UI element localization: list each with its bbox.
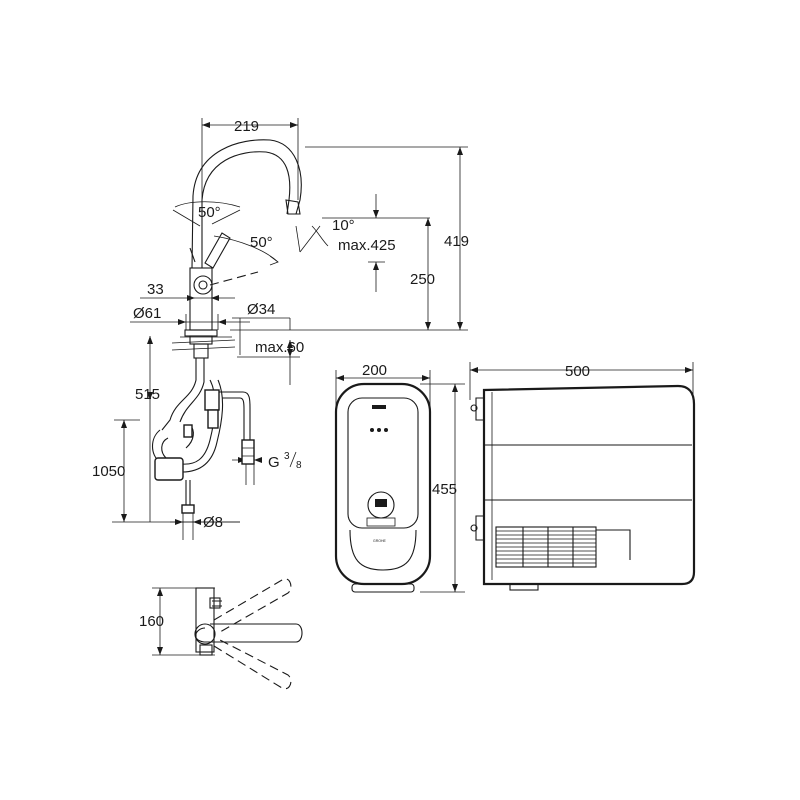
spout-outer	[191, 139, 302, 269]
faucet-body	[189, 267, 213, 331]
unit-side-outline	[482, 384, 696, 586]
mixing-box	[154, 457, 184, 481]
lever-arm	[204, 232, 231, 269]
label-d61: Ø61	[133, 305, 161, 322]
label-angle-50-side: 50°	[250, 234, 273, 251]
label-33: 33	[147, 281, 164, 298]
g38-connector	[241, 439, 255, 465]
spout-inner	[201, 151, 291, 268]
unit-small-text: GROHE	[373, 539, 387, 543]
label-515: 515	[135, 386, 160, 403]
unit-front-outline	[334, 382, 432, 586]
faucet-dimensions	[112, 118, 468, 540]
angle-lines	[172, 201, 329, 266]
top-spout-alt-up	[213, 578, 292, 633]
top-spout	[195, 623, 303, 643]
label-max425: max.425	[338, 237, 396, 254]
unit-front-view: GROHE	[334, 370, 465, 593]
unit-side-view	[469, 362, 696, 591]
label-455: 455	[432, 481, 457, 498]
faucet-top-view	[152, 578, 303, 690]
hose-assembly	[151, 358, 255, 514]
label-160: 160	[139, 613, 164, 630]
unit-front-inner	[347, 397, 419, 529]
faucet-front-view	[171, 139, 302, 359]
label-g: G	[268, 454, 280, 471]
top-spout-alt-down	[213, 639, 292, 690]
label-g-den: 8	[296, 460, 302, 471]
label-500: 500	[565, 363, 590, 380]
label-419: 419	[444, 233, 469, 250]
connector-block	[204, 389, 220, 411]
label-d8: Ø8	[203, 514, 223, 531]
label-250: 250	[410, 271, 435, 288]
label-200: 200	[362, 362, 387, 379]
label-angle-50-top: 50°	[198, 204, 221, 221]
label-d34: Ø34	[247, 301, 275, 318]
label-219: 219	[234, 118, 259, 135]
spout-nozzle	[285, 199, 301, 215]
lever-arm-alt	[209, 271, 259, 286]
label-1050: 1050	[92, 463, 125, 480]
deck-hatch	[171, 336, 236, 351]
label-g-num: 3	[284, 451, 290, 462]
side-knob	[193, 275, 213, 295]
label-max60: max.60	[255, 339, 304, 356]
faucet-base	[184, 329, 218, 337]
label-angle-10: 10°	[332, 217, 355, 234]
